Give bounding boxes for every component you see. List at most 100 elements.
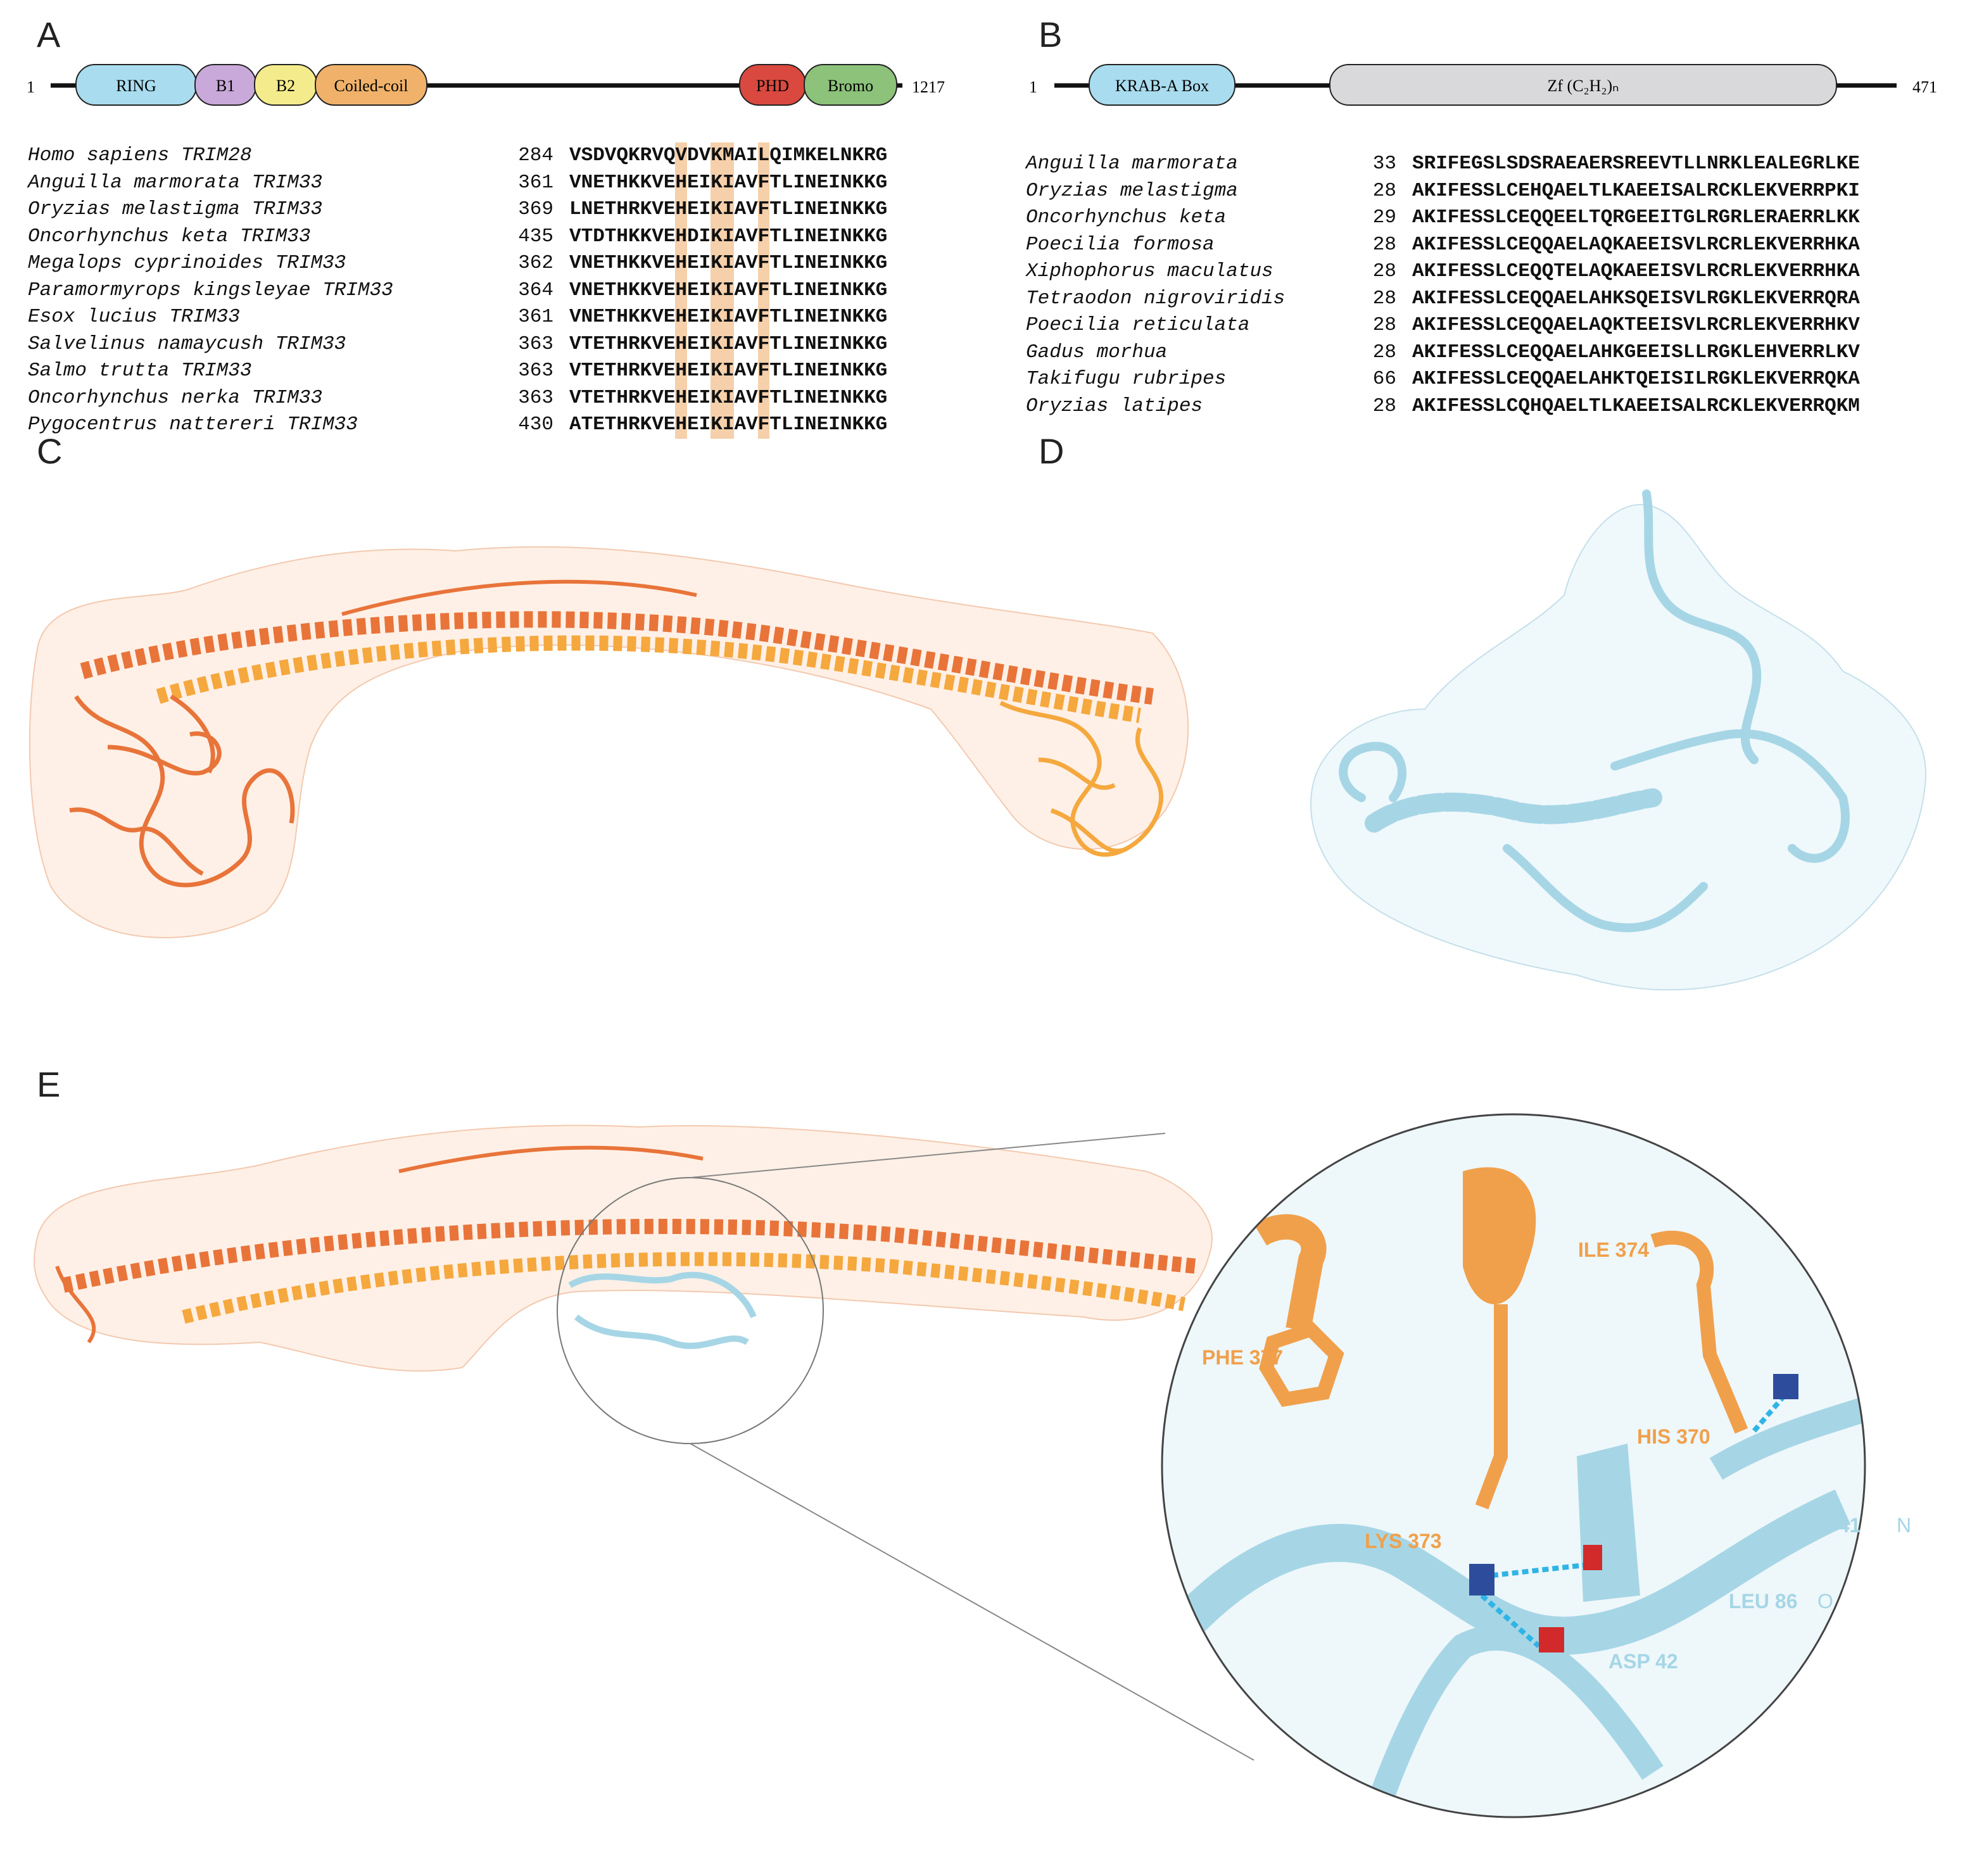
sequence: ATETHRKVEHEIKIAVFTLINEINKKG [569, 413, 888, 436]
species-name: Oryzias melastigma [1026, 179, 1238, 202]
species-name: Oryzias melastigma TRIM33 [28, 198, 323, 220]
residue-position: 369 [518, 198, 553, 220]
residue-position: 28 [1372, 314, 1396, 336]
domain-krab-a-box: KRAB-A Box [1089, 64, 1235, 106]
residue-position: 361 [518, 306, 553, 328]
residue-position: 28 [1372, 233, 1396, 256]
helix-dark [80, 611, 1154, 705]
species-name: Tetraodon nigroviridis [1026, 287, 1286, 310]
domain-phd: PHD [739, 64, 806, 106]
species-name: Anguilla marmorata [1026, 153, 1238, 175]
residue-position: 28 [1372, 260, 1396, 282]
panel-c-coiled-coil-structure [28, 546, 1189, 938]
alignment-row: Paramormyrops kingsleyae TRIM33 364 VNETHK… [28, 277, 965, 305]
residue-position: 28 [1372, 287, 1396, 310]
alignment-row: Salvelinus namaycush TRIM33 363 VTETHRKVEH… [28, 331, 965, 358]
species-name: Esox lucius TRIM33 [28, 306, 240, 328]
sequence: AKIFESSLCEQQAELAHKGEEISLLRGKLEHVERRLKV [1412, 341, 1860, 363]
panel-d-krab-structure [1310, 489, 1927, 991]
residue-position: 363 [518, 386, 553, 409]
n-terminal-domain [69, 694, 295, 888]
sequence: VNETHKKVEHEIKIAVFTLINEINKKG [569, 306, 888, 328]
domain-label: B2 [276, 77, 295, 95]
conserved-residue-highlight [675, 142, 687, 439]
sequence: AKIFESSLCEQQAELAQKTEEISVLRCRLEKVERRHKV [1412, 314, 1860, 336]
alignment-row: Tetraodon nigroviridis 28 AKIFESSLCEQQAELA… [1026, 286, 1957, 313]
species-name: Takifugu rubripes [1026, 368, 1227, 390]
molecular-surface [1310, 503, 1927, 991]
domain-bromo: Bromo [804, 64, 897, 106]
krab-bound [568, 1271, 757, 1349]
sequence: AKIFESSLCEHQAELTLKAEEISALRCKLEKVERRPKI [1412, 179, 1860, 202]
loop-top [398, 1145, 704, 1173]
species-name: Salvelinus namaycush TRIM33 [28, 332, 346, 355]
sequence: SRIFEGSLSDSRAEAERSREEVTLLNRKLEALEGRLKE [1412, 153, 1860, 175]
panel-label-b: B [1039, 15, 1063, 54]
sequence: VTDTHKKVEHDIKIAVFTLINEINKKG [569, 225, 888, 248]
panel-a-start-label: 1 [27, 78, 35, 96]
sequence: VTETHRKVEHEIKIAVFTLINEINKKG [569, 332, 888, 355]
panel-b-end-label: 471 [1912, 78, 1937, 96]
panel-b-start-label: 1 [1029, 78, 1037, 96]
domain-ring: RING [75, 64, 197, 106]
alignment-row: Homo sapiens TRIM28 284 VSDVQKRVQVDVKMAILQ… [28, 142, 965, 170]
panel-a-alignment: Homo sapiens TRIM28 284 VSDVQKRVQVDVKMAILQ… [28, 142, 965, 440]
residue-position: 28 [1372, 341, 1396, 363]
residue-label: ILE 374 [1578, 1238, 1649, 1261]
species-name: Homo sapiens TRIM28 [28, 144, 252, 167]
complex-surface [34, 1124, 1213, 1372]
alignment-row: Anguilla marmorata 33 SRIFEGSLSDSRAEAERSRE… [1026, 151, 1957, 178]
domain-label: B1 [216, 77, 235, 95]
residue-label: LYS 373 [1365, 1530, 1442, 1552]
zoom-circle-large [1161, 1113, 1866, 1818]
alignment-row: Gadus morhua 28 AKIFESSLCEQQAELAHKGEEISLLR… [1026, 339, 1957, 367]
species-name: Paramormyrops kingsleyae TRIM33 [28, 279, 393, 301]
c-terminal-domain [999, 700, 1164, 857]
domain-label: KRAB-A Box [1115, 77, 1209, 95]
domain-zf-c-h-: Zf (C₂H₂)ₙ [1329, 64, 1837, 106]
domain-label: Coiled-coil [334, 77, 408, 95]
sequence: AKIFESSLCEQQEELTQRGEEITGLRGRLERAERRLKK [1412, 206, 1860, 229]
residue-label: LEU 86 [1729, 1590, 1797, 1613]
conserved-residue-highlight [711, 142, 735, 439]
sequence: VSDVQKRVQVDVKMAILQIMKELNKRG [569, 144, 888, 167]
sequence: AKIFESSLCQHQAELTLKAEEISALRCKLEKVERRQKM [1412, 394, 1860, 417]
panel-b-domain-diagram: 1 471 KRAB-A Box Zf (C₂H₂)ₙ [1029, 64, 1937, 106]
sequence: AKIFESSLCEQQAELAQKAEEISVLRCRLEKVERRHKA [1412, 233, 1860, 256]
residue-position: 33 [1372, 153, 1396, 175]
residue-position: 29 [1372, 206, 1396, 229]
domain-label: Zf (C₂H₂)ₙ [1548, 77, 1619, 95]
krab-ribbon [1339, 489, 1850, 933]
residue-label: O [1817, 1590, 1833, 1613]
sequence: AKIFESSLCEQQAELAHKSQEISVLRGKLEKVERRQRA [1412, 287, 1860, 310]
residue-position: 362 [518, 252, 553, 274]
domain-label: PHD [756, 77, 789, 95]
species-name: Oncorhynchus nerka TRIM33 [28, 386, 323, 409]
helix-light [182, 1252, 1186, 1324]
residue-position: 363 [518, 332, 553, 355]
residue-position: 284 [518, 144, 553, 167]
species-name: Salmo trutta TRIM33 [28, 360, 252, 382]
residue-position: 28 [1372, 394, 1396, 417]
molecular-surface [28, 546, 1189, 938]
panel-b-alignment: Anguilla marmorata 33 SRIFEGSLSDSRAEAERSRE… [1026, 151, 1957, 429]
residue-position: 66 [1372, 368, 1396, 390]
residue-position: 364 [518, 279, 553, 301]
species-name: Gadus morhua [1026, 341, 1168, 363]
conserved-residue-highlight [757, 142, 770, 439]
domain-label: Bromo [828, 77, 873, 95]
sequence: VNETHKKVEHEIKIAVFTLINEINKKG [569, 279, 888, 301]
zoom-line-top [690, 1133, 1166, 1178]
sequence: VTETHRKVEHEIKIAVFTLINEINKKG [569, 360, 888, 382]
species-name: Megalops cyprinoides TRIM33 [28, 252, 346, 274]
